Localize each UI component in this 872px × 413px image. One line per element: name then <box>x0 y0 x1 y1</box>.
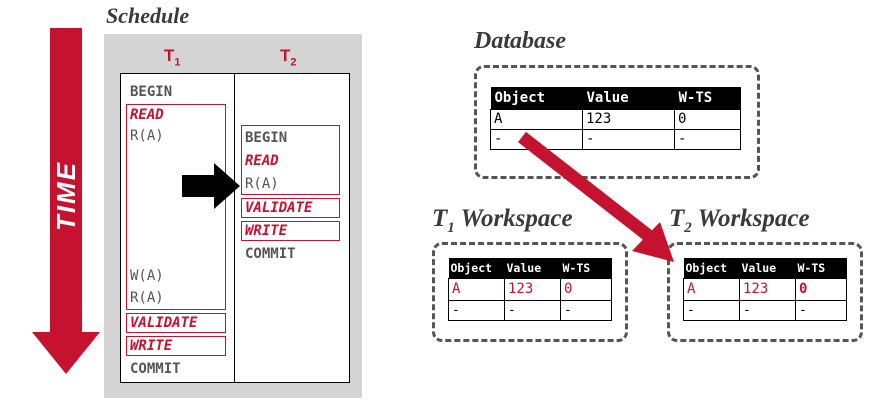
t2-cell: - <box>795 299 847 321</box>
t2-workspace-title-sub: 2 <box>684 220 692 236</box>
t1-read-a-2: R(A) <box>130 290 164 306</box>
t1-header-sub: 1 <box>174 56 181 69</box>
database-table: Object Value W-TS A 123 0 - - - <box>490 87 741 150</box>
t1-header-wts: W-TS <box>560 258 612 278</box>
t2-cell: 0 <box>795 277 847 301</box>
t1-workspace-title-sub: 1 <box>447 220 455 236</box>
t1-workspace-title-pre: T <box>432 205 448 232</box>
table-row: A 123 0 <box>490 108 741 130</box>
t2-workspace-header-row: Object Value W-TS <box>683 258 847 278</box>
t2-read-phase-box <box>241 125 340 195</box>
t1-workspace-title-post: Workspace <box>454 205 573 232</box>
t1-write: WRITE <box>130 338 173 354</box>
schedule-title: Schedule <box>106 3 190 28</box>
t2-header-sub: 2 <box>290 56 297 69</box>
t2-read-phase: READ <box>245 153 279 169</box>
t2-header-wts: W-TS <box>795 258 847 278</box>
t2-write-box <box>241 221 340 241</box>
t2-workspace-title-pre: T <box>669 205 685 232</box>
database-header-row: Object Value W-TS <box>490 87 741 109</box>
t1-begin: BEGIN <box>130 84 173 100</box>
t1-workspace-title: T1 Workspace <box>432 205 573 237</box>
t2-cell: - <box>683 299 740 321</box>
t1-cell: A <box>448 277 505 301</box>
t1-workspace-box <box>432 242 628 342</box>
table-row: - - - <box>683 299 847 321</box>
t1-cell: 0 <box>560 277 612 301</box>
t1-read-phase-box <box>126 104 226 310</box>
t2-header: T2 <box>280 46 297 68</box>
t2-begin: BEGIN <box>245 130 288 146</box>
t1-workspace-header-row: Object Value W-TS <box>448 258 612 278</box>
database-header-value: Value <box>582 87 675 109</box>
table-row: - - - <box>490 128 741 150</box>
t1-header: T1 <box>164 46 181 68</box>
t2-workspace-box <box>667 242 863 342</box>
table-row: - - - <box>448 299 612 321</box>
t2-workspace-title: T2 Workspace <box>669 205 810 237</box>
t2-validate-box <box>241 198 340 218</box>
schedule-box <box>120 73 350 383</box>
t1-write-box <box>126 336 226 356</box>
t2-validate: VALIDATE <box>245 200 313 216</box>
t2-cell: - <box>739 299 796 321</box>
t1-header-value: Value <box>504 258 561 278</box>
t1-header-label: T <box>164 46 175 65</box>
t2-header-label: T <box>280 46 291 65</box>
t1-commit: COMMIT <box>130 361 181 377</box>
database-cell: - <box>674 128 741 150</box>
copy-arrow-icon <box>517 131 674 262</box>
t1-workspace-table: Object Value W-TS A 123 0 - - - <box>448 258 612 321</box>
t1-validate-box <box>126 313 226 333</box>
schedule-divider <box>234 73 235 383</box>
t2-read-a: R(A) <box>245 176 279 192</box>
t2-cell: A <box>683 277 740 301</box>
t1-read-phase: READ <box>130 107 164 123</box>
t1-cell: - <box>448 299 505 321</box>
time-arrow-icon <box>32 28 100 374</box>
database-header-wts: W-TS <box>674 87 741 109</box>
t2-workspace-table: Object Value W-TS A 123 0 - - - <box>683 258 847 321</box>
time-label: TIME <box>51 160 81 232</box>
database-title: Database <box>474 28 566 54</box>
table-row: A 123 0 <box>448 277 612 301</box>
table-row: A 123 0 <box>683 277 847 301</box>
database-header-object: Object <box>490 87 583 109</box>
t2-header-object: Object <box>683 258 740 278</box>
t1-validate: VALIDATE <box>130 315 198 331</box>
t1-read-a: R(A) <box>130 128 164 144</box>
t2-write: WRITE <box>245 223 288 239</box>
t2-cell: 123 <box>739 277 796 301</box>
t1-cell: - <box>560 299 612 321</box>
t1-write-a: W(A) <box>130 268 164 284</box>
t1-cell: - <box>504 299 561 321</box>
t2-commit: COMMIT <box>245 246 296 262</box>
current-step-arrow-icon <box>182 163 240 209</box>
t1-cell: 123 <box>504 277 561 301</box>
t1-header-object: Object <box>448 258 505 278</box>
database-box <box>474 65 760 179</box>
t2-header-value: Value <box>739 258 796 278</box>
t2-workspace-title-post: Workspace <box>691 205 810 232</box>
